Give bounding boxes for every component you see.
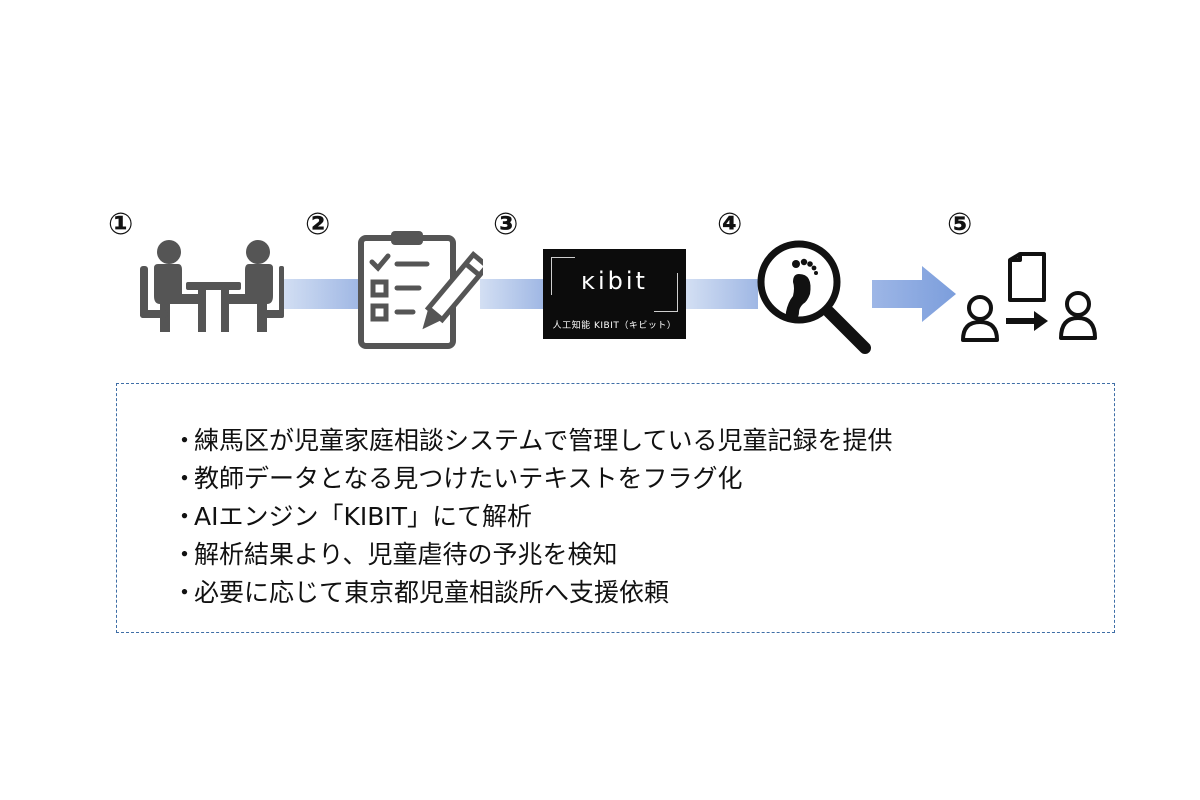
connector-2-3 bbox=[480, 279, 544, 309]
step-number-1: ① bbox=[108, 207, 134, 242]
kibit-logo-text: ĸibit bbox=[581, 267, 648, 295]
step-number-2: ② bbox=[305, 207, 331, 242]
step-number-3: ③ bbox=[493, 207, 519, 242]
list-item: ・必要に応じて東京都児童相談所へ支援依頼 bbox=[172, 574, 893, 612]
list-item: ・解析結果より、児童虐待の予兆を検知 bbox=[172, 536, 893, 574]
description-box: ・練馬区が児童家庭相談システムで管理している児童記録を提供 ・教師データとなる見… bbox=[116, 383, 1115, 633]
description-text: 教師データとなる見つけたいテキストをフラグ化 bbox=[194, 464, 743, 493]
list-item: ・AIエンジン「KIBIT」にて解析 bbox=[172, 498, 893, 536]
description-list: ・練馬区が児童家庭相談システムで管理している児童記録を提供 ・教師データとなる見… bbox=[172, 422, 893, 612]
step-number-5: ⑤ bbox=[947, 207, 973, 242]
handover-icon bbox=[961, 252, 1097, 342]
description-text: 練馬区が児童家庭相談システムで管理している児童記録を提供 bbox=[194, 426, 893, 455]
description-text: 必要に応じて東京都児童相談所へ支援依頼 bbox=[194, 578, 670, 607]
bullet: ・ bbox=[172, 540, 198, 569]
list-item: ・練馬区が児童家庭相談システムで管理している児童記録を提供 bbox=[172, 422, 893, 460]
meeting-icon bbox=[140, 240, 284, 332]
bullet: ・ bbox=[172, 464, 198, 493]
connector-3-4 bbox=[686, 279, 758, 309]
arrow-right-icon bbox=[872, 266, 956, 322]
kibit-logo-top-line bbox=[551, 257, 575, 258]
bullet: ・ bbox=[172, 426, 198, 455]
step-number-4: ④ bbox=[717, 207, 743, 242]
bullet: ・ bbox=[172, 502, 198, 531]
kibit-logo: ĸibit 人工知能 KIBIT（キビット） bbox=[543, 249, 686, 339]
connector-1-2 bbox=[282, 279, 360, 309]
footprint-magnifier-icon bbox=[757, 240, 871, 354]
bullet: ・ bbox=[172, 578, 198, 607]
kibit-subtitle: 人工知能 KIBIT（キビット） bbox=[552, 321, 677, 331]
kibit-logo-left-line bbox=[551, 257, 552, 295]
clipboard-checklist-icon bbox=[358, 231, 483, 349]
description-text: 解析結果より、児童虐待の予兆を検知 bbox=[194, 540, 618, 569]
kibit-logo-right-line bbox=[677, 273, 678, 311]
list-item: ・教師データとなる見つけたいテキストをフラグ化 bbox=[172, 460, 893, 498]
kibit-logo-bottom-line bbox=[654, 311, 678, 312]
description-text: AIエンジン「KIBIT」にて解析 bbox=[194, 502, 533, 531]
